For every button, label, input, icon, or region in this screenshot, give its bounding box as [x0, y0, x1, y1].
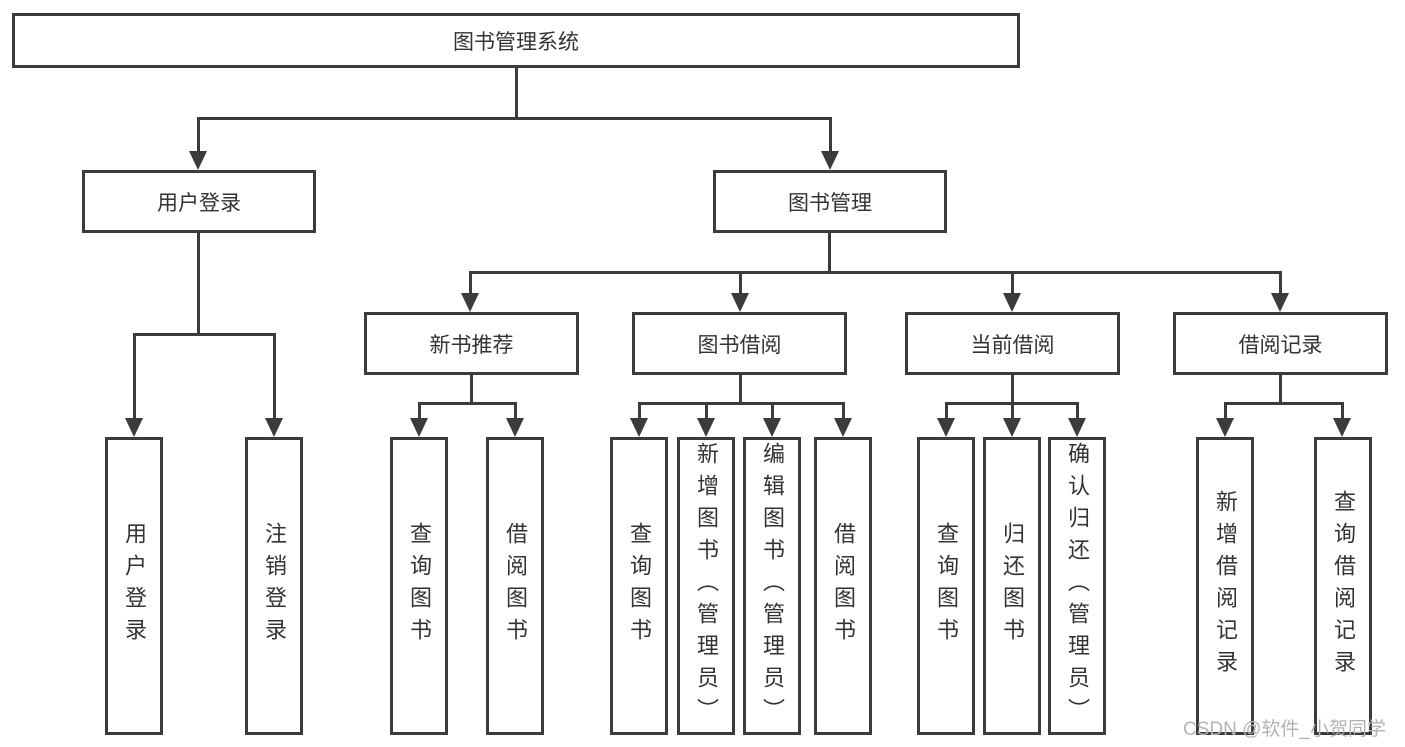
arrowhead-icon: [125, 418, 143, 437]
node-label: 当前借阅: [970, 333, 1055, 357]
arrowhead-icon: [834, 418, 852, 437]
connector-leaf: [1224, 402, 1227, 420]
connector-leaf: [638, 402, 641, 420]
connector-leaf: [945, 402, 948, 420]
node-label: 查询图书: [627, 522, 652, 650]
leaf-confirm-return-admin: 确认归还（管理员）: [1048, 437, 1106, 735]
arrowhead-icon: [410, 418, 428, 437]
leaf-borrow-books-recommend: 借阅图书: [486, 437, 544, 735]
node-label: 图书管理系统: [453, 30, 579, 54]
node-book-management: 图书管理: [713, 170, 947, 233]
leaf-add-book-admin: 新增图书（管理员）: [677, 437, 735, 735]
arrowhead-icon: [821, 151, 839, 170]
leaf-user-login: 用户登录: [105, 437, 163, 735]
arrowhead-icon: [1003, 418, 1021, 437]
connector-to-user-login: [197, 117, 200, 155]
connector-root-bar: [197, 117, 832, 120]
arrowhead-icon: [937, 418, 955, 437]
node-label: 图书管理: [788, 191, 872, 215]
connector-borrow-records-stem: [1279, 375, 1282, 405]
connector-to-book-management: [829, 117, 832, 155]
connector-leaf: [1011, 402, 1014, 420]
node-label: 图书借阅: [697, 333, 782, 357]
connector-leaf: [418, 402, 421, 420]
connector-user-login-stem: [197, 233, 200, 336]
leaf-query-books-recommend: 查询图书: [390, 437, 448, 735]
node-label: 借阅记录: [1238, 333, 1323, 357]
node-label: 归还图书: [1000, 522, 1025, 650]
arrowhead-icon: [1068, 418, 1086, 437]
node-label: 新增借阅记录: [1213, 490, 1238, 682]
node-label: 查询借阅记录: [1331, 490, 1356, 682]
node-user-login: 用户登录: [82, 170, 316, 233]
connector-to-book-borrow: [739, 271, 742, 295]
connector-root-stem: [515, 68, 518, 118]
node-library-management-system: 图书管理系统: [12, 13, 1020, 68]
node-label: 注销登录: [262, 522, 287, 650]
connector-to-current-borrow: [1011, 271, 1014, 295]
node-label: 借阅图书: [831, 522, 856, 650]
leaf-logout-login: 注销登录: [245, 437, 303, 735]
connector-new-book-stem: [470, 375, 473, 405]
arrowhead-icon: [1216, 418, 1234, 437]
arrowhead-icon: [506, 418, 524, 437]
node-new-book-recommendation: 新书推荐: [364, 312, 579, 375]
connector-to-new-book: [469, 271, 472, 295]
node-borrowing-records: 借阅记录: [1173, 312, 1388, 375]
connector-user-login-bar: [133, 333, 276, 336]
connector-new-book-bar: [418, 402, 517, 405]
connector-leaf: [842, 402, 845, 420]
arrowhead-icon: [1003, 293, 1021, 312]
arrowhead-icon: [731, 293, 749, 312]
connector-leaf: [771, 402, 774, 420]
connector-leaf: [1076, 402, 1079, 420]
node-label: 新增图书（管理员）: [694, 442, 719, 730]
connector-book-mgmt-bar: [469, 271, 1282, 274]
leaf-borrow-books: 借阅图书: [814, 437, 872, 735]
csdn-watermark: CSDN @软件_小贺同学: [1183, 719, 1386, 740]
connector-borrow-records-bar: [1224, 402, 1344, 405]
node-label: 查询图书: [407, 522, 432, 650]
connector-to-leaf-user-login: [133, 333, 136, 420]
arrowhead-icon: [189, 151, 207, 170]
connector-to-borrow-records: [1279, 271, 1282, 295]
connector-book-borrow-bar: [638, 402, 844, 405]
connector-book-borrow-stem: [739, 375, 742, 405]
leaf-query-books-borrow: 查询图书: [610, 437, 668, 735]
node-label: 编辑图书（管理员）: [760, 442, 785, 730]
node-current-borrowing: 当前借阅: [905, 312, 1120, 375]
node-book-borrowing: 图书借阅: [632, 312, 847, 375]
leaf-add-borrow-record: 新增借阅记录: [1196, 437, 1254, 735]
arrowhead-icon: [630, 418, 648, 437]
arrowhead-icon: [697, 418, 715, 437]
node-label: 用户登录: [157, 191, 241, 215]
connector-current-borrow-stem: [1011, 375, 1014, 405]
connector-leaf: [1341, 402, 1344, 420]
leaf-query-books-current: 查询图书: [917, 437, 975, 735]
arrowhead-icon: [461, 293, 479, 312]
node-label: 借阅图书: [503, 522, 528, 650]
node-label: 新书推荐: [429, 333, 514, 357]
connector-book-mgmt-stem: [828, 233, 831, 274]
arrowhead-icon: [1271, 293, 1289, 312]
arrowhead-icon: [763, 418, 781, 437]
leaf-return-books: 归还图书: [983, 437, 1041, 735]
node-label: 确认归还（管理员）: [1065, 442, 1090, 730]
arrowhead-icon: [265, 418, 283, 437]
node-label: 查询图书: [934, 522, 959, 650]
leaf-query-borrow-record: 查询借阅记录: [1314, 437, 1372, 735]
leaf-edit-book-admin: 编辑图书（管理员）: [743, 437, 801, 735]
connector-leaf: [514, 402, 517, 420]
connector-to-leaf-logout: [273, 333, 276, 420]
node-label: 用户登录: [122, 522, 147, 650]
arrowhead-icon: [1333, 418, 1351, 437]
connector-leaf: [705, 402, 708, 420]
